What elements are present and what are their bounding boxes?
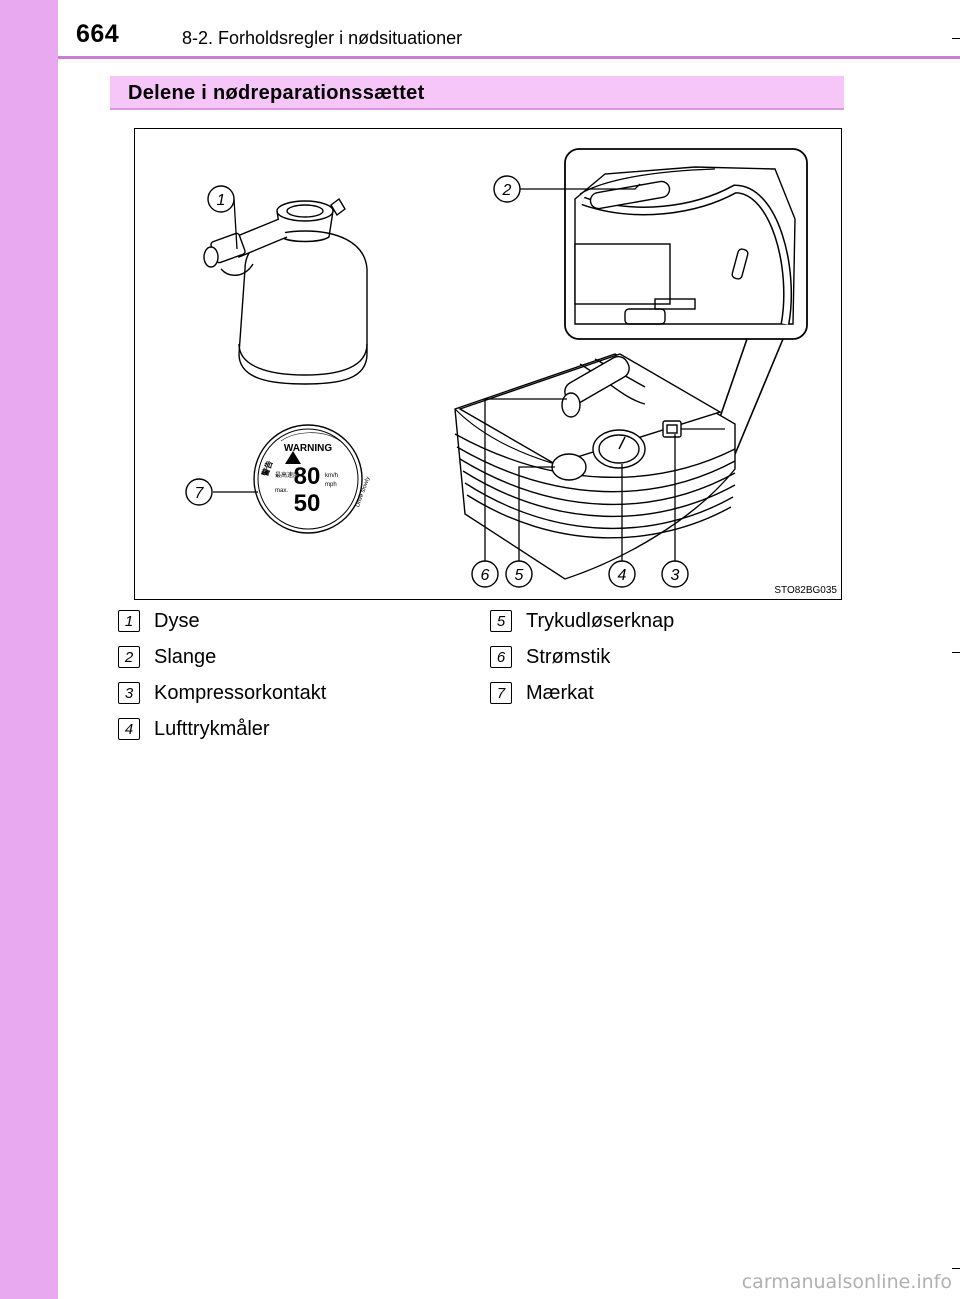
callout-bubble-2 — [493, 175, 521, 203]
callout-bubble-7 — [185, 478, 213, 506]
legend-label: Lufttrykmåler — [154, 717, 270, 740]
legend-label: Slange — [154, 645, 217, 668]
legend-number: 7 — [490, 682, 512, 704]
legend-number: 6 — [490, 646, 512, 668]
sticker-unit-mph: mph — [325, 482, 337, 488]
callout-bubble-4 — [608, 560, 636, 588]
page-number: 664 — [76, 20, 120, 48]
section-heading-text: Delene i nødreparationssættet — [128, 82, 425, 104]
legend-label: Dyse — [154, 609, 200, 632]
chapter-side-tab — [0, 0, 58, 1299]
trim-mark-middle — [952, 652, 960, 653]
sticker-unit-kmh: km/h — [325, 473, 338, 479]
sticker-max: max. — [275, 488, 288, 494]
callout-7-label: 7 — [195, 485, 205, 502]
legend-number: 3 — [118, 682, 140, 704]
warning-triangle-icon — [285, 451, 301, 464]
legend-item: 6 Strømstik — [490, 642, 610, 672]
header-rule — [58, 56, 960, 59]
legend-number: 1 — [118, 610, 140, 632]
figure-callouts: 1 2 7 6 5 4 3 — [185, 175, 689, 588]
figure-code: STO82BG035 — [774, 585, 837, 596]
warning-sticker: WARNING 警告 最高速度 max. 80 50 km/h mph Driv… — [253, 424, 372, 534]
legend-item: 4 Lufttrykmåler — [118, 714, 270, 744]
legend-item: 1 Dyse — [118, 606, 200, 636]
callout-4-label: 4 — [618, 567, 627, 584]
callout-bubble-6 — [471, 560, 499, 588]
watermark[interactable]: carmanualsonline.info — [741, 1271, 952, 1293]
callout-1-label: 1 — [217, 192, 226, 209]
legend-number: 2 — [118, 646, 140, 668]
legend-number: 4 — [118, 718, 140, 740]
sticker-speed-kmh: 80 — [294, 463, 321, 490]
legend-item: 3 Kompressorkontakt — [118, 678, 326, 708]
callout-6-label: 6 — [481, 567, 490, 584]
callout-2-label: 2 — [502, 182, 512, 199]
callout-3-label: 3 — [671, 567, 680, 584]
repair-kit-drawing: WARNING 警告 最高速度 max. 80 50 km/h mph Driv… — [185, 148, 808, 588]
legend-label: Trykudløserknap — [526, 609, 675, 632]
sticker-jp-speed: 最高速度 — [275, 471, 299, 479]
legend-label: Kompressorkontakt — [154, 681, 327, 704]
legend-label: Strømstik — [526, 645, 611, 668]
callout-5-label: 5 — [515, 567, 524, 584]
callout-bubble-1 — [207, 185, 235, 213]
callout-bubble-3 — [661, 560, 689, 588]
legend-item: 2 Slange — [118, 642, 216, 672]
legend-item: 5 Trykudløserknap — [490, 606, 674, 636]
sealant-bottle — [203, 197, 368, 385]
compressor-detail-inset — [564, 148, 808, 340]
parts-legend: 1 Dyse 2 Slange 3 Kompressorkontakt 4 Lu… — [118, 606, 838, 756]
section-heading: Delene i nødreparationssættet — [110, 76, 844, 110]
legend-label: Mærkat — [526, 681, 594, 704]
air-compressor — [454, 353, 736, 580]
repair-kit-illustration: WARNING 警告 最高速度 max. 80 50 km/h mph Driv… — [134, 128, 842, 600]
inset-pointer-right — [732, 338, 784, 460]
trim-mark-bottom — [952, 1268, 960, 1269]
trim-mark-top — [952, 38, 960, 39]
sticker-warning-text: WARNING — [284, 443, 333, 454]
legend-number: 5 — [490, 610, 512, 632]
callout-leaders — [213, 183, 676, 562]
legend-item: 7 Mærkat — [490, 678, 594, 708]
sticker-speed-mph: 50 — [294, 490, 321, 517]
callout-bubble-5 — [505, 560, 533, 588]
chapter-title: 8-2. Forholdsregler i nødsituationer — [182, 28, 463, 48]
